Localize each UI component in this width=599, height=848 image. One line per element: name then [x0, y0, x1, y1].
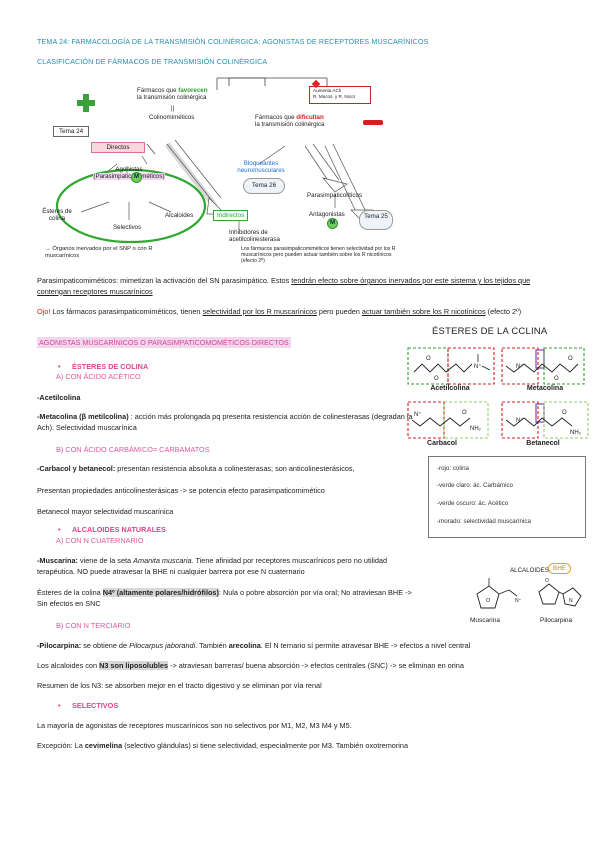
- svg-text:O: O: [554, 376, 559, 382]
- selectivos-note-1: La mayoría de agonistas de receptores mu…: [37, 721, 352, 730]
- svg-text:O: O: [434, 376, 439, 382]
- svg-text:N: N: [569, 598, 573, 604]
- pilocarpina-item: -Pilocarpina: se obtiene de Pilocarpus j…: [37, 641, 471, 650]
- svg-text:O: O: [426, 356, 431, 362]
- red-note-box: Aumenta ACh R. Mucos. y R. Nicot: [309, 86, 371, 104]
- ojo-label: Ojo!: [37, 307, 51, 316]
- agonistas-heading: AGONISTAS MUSCARÍNICOS O PARASIMPATICOMO…: [37, 337, 291, 348]
- antagonistas-label: Antagonistas: [309, 211, 345, 218]
- esteres-figure-title: ÉSTERES DE LA CCLINA: [432, 326, 548, 337]
- section-title: CLASIFICACIÓN DE FÁRMACOS DE TRANSMISIÓN…: [37, 57, 268, 66]
- sub-n-terciario: B) CON N TERCIARIO: [56, 621, 131, 630]
- legend-verde-claro: -verde claro: ác. Carbámico: [437, 482, 513, 489]
- alcaloides-figure-label: ALCALOIDES: [510, 567, 549, 574]
- m-badge-icon: M: [131, 172, 142, 183]
- svg-text:O: O: [562, 410, 567, 416]
- bottom-note: Los fármacos parasimpaticomiméticos tien…: [241, 246, 396, 264]
- parasimp-label: (Parasimpaticomiméticos): [93, 173, 165, 181]
- metacolina-item: -Metacolina (β metilcolina) : acción más…: [37, 412, 413, 432]
- dificultan-label: Fármacos que dificultan la transmisión c…: [255, 114, 325, 129]
- m-badge-icon-2: M: [327, 218, 338, 229]
- label-muscarina: Muscarina: [470, 617, 500, 624]
- tema25-cloud: Tema 25: [359, 210, 393, 230]
- indirectos-box: Indirectos: [213, 210, 249, 221]
- organos-note: → Órganos inervados por el SNP o con R m…: [45, 246, 153, 260]
- svg-text:N⁺: N⁺: [474, 363, 482, 370]
- svg-text:N⁺: N⁺: [516, 417, 524, 424]
- alcaloides-structures: O N⁺ O N: [476, 578, 582, 609]
- resumen-n3: Resumen de los N3: se absorben mejor en …: [37, 681, 322, 690]
- paragraph-parasimpaticomimeticos: Parasimpaticomiméticos: mimetizan la act…: [37, 276, 531, 296]
- svg-text:NH₂: NH₂: [570, 430, 582, 436]
- colinomimeticos-label: Colinomiméticos: [149, 114, 195, 121]
- svg-text:O: O: [545, 578, 549, 584]
- label-pilocarpina: Pilocarpina: [540, 617, 573, 624]
- label-betanecol: Betanecol: [526, 440, 560, 447]
- color-legend: -rojo: colina -verde claro: ác. Carbámic…: [428, 456, 586, 538]
- favorecen-word: favorecen: [178, 87, 208, 94]
- sub-acido-acetico: A) CON ÁCIDO ACÉTICO: [56, 372, 141, 381]
- alcaloides-node: Alcaloides: [165, 212, 194, 219]
- n3-highlight: N3 son liposolubles: [99, 661, 169, 670]
- n4-highlight: N4º (altamente polares/hidrófilos): [102, 588, 219, 597]
- carbacol-item: -Carbacol y betanecol: presentan resiste…: [37, 464, 355, 473]
- tema24-box: Tema 24: [53, 126, 90, 137]
- diagram-lines: [55, 77, 383, 244]
- svg-text:O: O: [462, 410, 467, 416]
- underlined-effect: tendrán efecto sobre órganos inervados p…: [37, 276, 531, 296]
- sub-n-cuaternario: A) CON N CUATERNARIO: [56, 536, 144, 545]
- directos-box: Directos: [91, 142, 145, 153]
- agonistas-label: Agonistas: [115, 166, 143, 173]
- roman-two: ||: [171, 105, 175, 112]
- agonistas-block: Agonistas (Parasimpaticomiméticos): [91, 166, 167, 181]
- esteres-node: Ésteres de colina: [42, 208, 72, 223]
- selectivos-note-2: Excepción: La cevimelina (selectivo glán…: [37, 741, 409, 750]
- paragraph-ojo: Ojo! Los fármacos parasimpaticomiméticos…: [37, 307, 522, 316]
- carbacol-properties: Presentan propiedades anticolinesterásic…: [37, 486, 325, 495]
- legend-rojo: -rojo: colina: [437, 465, 469, 472]
- inhibidores-label: Inhibidores de acetilcolinesterasa: [229, 229, 280, 244]
- selectivos-node: Selectivos: [113, 224, 142, 231]
- label-carbacol: Carbacol: [427, 440, 457, 447]
- acetilcolina-item: -Acetilcolina: [37, 393, 81, 402]
- svg-text:O: O: [568, 356, 573, 362]
- classification-diagram: Fármacos que favorecen la transmisión co…: [37, 74, 397, 269]
- svg-text:N⁺: N⁺: [515, 598, 522, 604]
- esteres-structures: O O N⁺ N⁺ O O N⁺ O NH₂ N⁺ O NH₂: [407, 347, 589, 439]
- bullet-alcaloides: ALCALOIDES NATURALES: [58, 525, 166, 534]
- svg-text:O: O: [486, 598, 491, 604]
- dificultan-word: dificultan: [296, 114, 324, 121]
- bhe-badge: BHE: [548, 563, 571, 574]
- bloqueantes-label: Bloqueantes neuromusculares: [237, 160, 285, 175]
- bullet-selectivos: SELECTIVOS: [58, 701, 118, 710]
- page-title: TEMA 24: FARMACOLOGÍA DE LA TRANSMISIÓN …: [37, 37, 429, 46]
- esteres-note: Ésteres de la colina N4º (altamente pola…: [37, 588, 412, 608]
- svg-text:NH₂: NH₂: [470, 426, 482, 432]
- alcaloides-note: Los alcaloides con N3 son liposolubles -…: [37, 661, 464, 670]
- label-acetilcolina: Acetilcolina: [430, 385, 470, 392]
- svg-text:N⁺: N⁺: [414, 411, 422, 418]
- sub-acido-carbamico: B) CON ÁCIDO CARBÁMICO= CARBAMATOS: [56, 445, 210, 454]
- legend-verde-oscuro: -verde oscuro: ác. Acético: [437, 500, 509, 507]
- bullet-esteres: ÉSTERES DE COLINA: [58, 362, 148, 371]
- legend-morado: -morado: selectividad muscarínica: [437, 518, 531, 525]
- betanecol-note: Betanecol mayor selectividad muscarínica: [37, 507, 174, 516]
- parasimpaticoliticos-label: Parasimpaticolíticos: [307, 192, 363, 199]
- tema26-cloud: Tema 26: [243, 178, 285, 194]
- label-metacolina: Metacolina: [526, 385, 564, 392]
- muscarina-item: -Muscarina: viene de la seta Amanita mus…: [37, 556, 388, 576]
- svg-text:N⁺: N⁺: [516, 363, 524, 370]
- favorecen-label: Fármacos que favorecen la transmisión co…: [137, 87, 208, 102]
